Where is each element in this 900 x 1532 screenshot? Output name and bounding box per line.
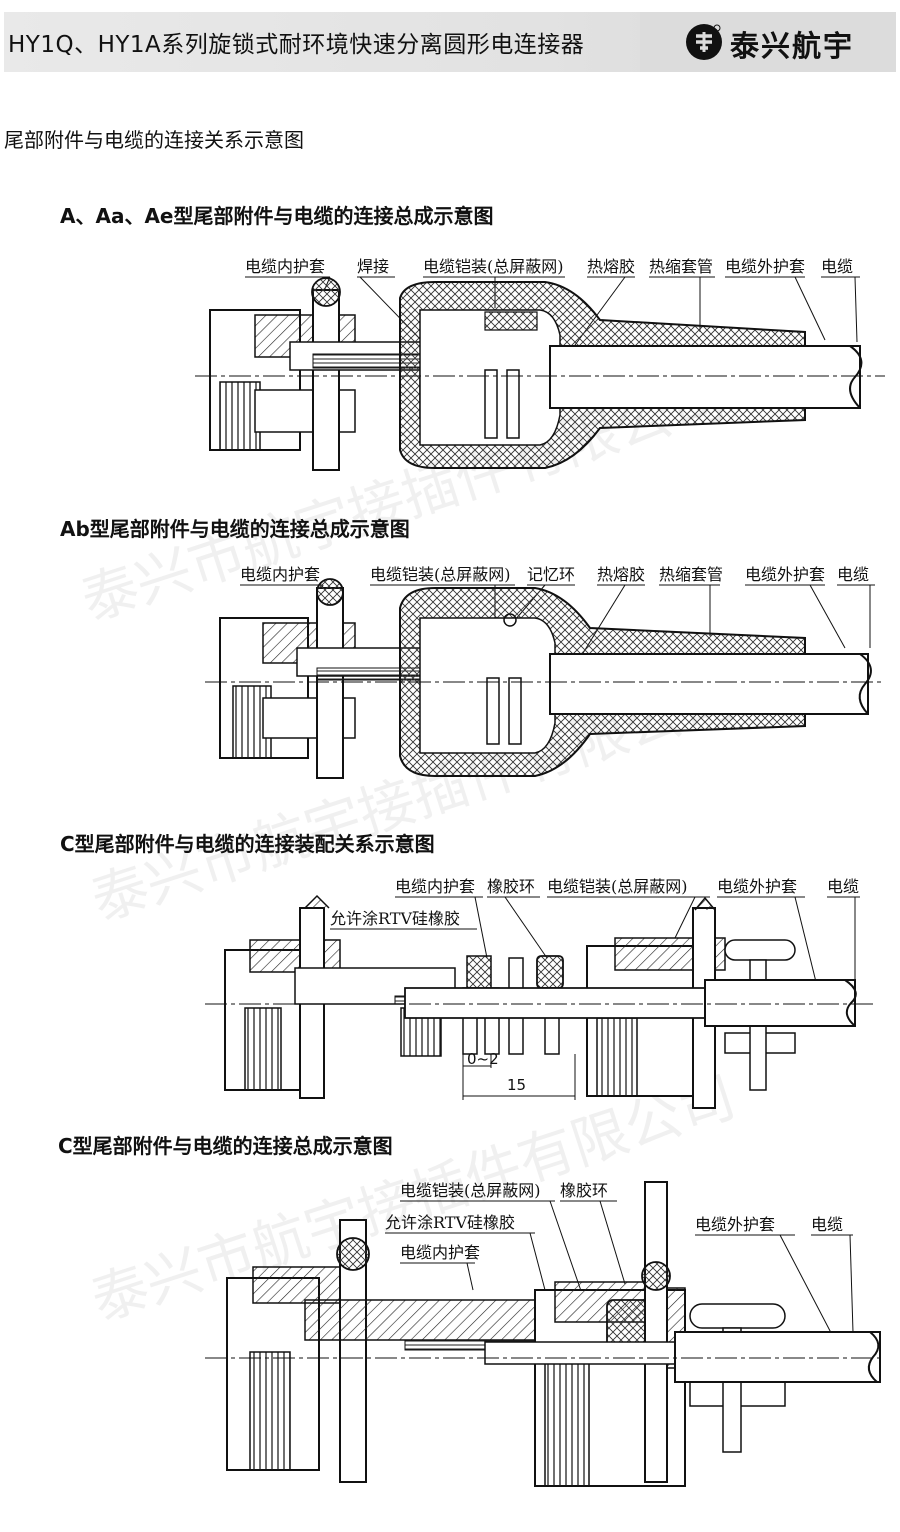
label-armor: 电缆铠装(总屏蔽网) [370,565,511,584]
label-outer-sheath: 电缆外护套 [717,877,797,896]
label-heat-shrink: 热缩套管 [649,257,713,276]
label-inner-sheath: 电缆内护套 [245,257,325,276]
label-hot-melt: 热熔胶 [587,257,635,276]
label-inner-sheath: 电缆内护套 [400,1243,480,1262]
label-outer-sheath: 电缆外护套 [745,565,825,584]
diagram-a-assembly: 电缆内护套 焊接 电缆铠装(总屏蔽网) 热熔胶 热缩套管 电缆外护套 电缆 [195,250,885,490]
label-armor: 电缆铠装(总屏蔽网) [423,257,564,276]
label-rtv: 允许涂RTV硅橡胶 [330,909,460,928]
section-title-c-assembly: C型尾部附件与电缆的连接总成示意图 [58,1134,393,1158]
label-outer-sheath: 电缆外护套 [695,1215,775,1234]
page-subtitle: 尾部附件与电缆的连接关系示意图 [4,128,304,152]
section-title-ab: Ab型尾部附件与电缆的连接总成示意图 [60,517,410,541]
label-armor: 电缆铠装(总屏蔽网) [400,1181,541,1200]
diagram-c-fit: 电缆内护套 橡胶环 电缆铠装(总屏蔽网) 电缆外护套 电缆 允许涂RTV硅橡胶 [205,868,875,1113]
label-cable: 电缆 [811,1215,843,1234]
label-rubber-ring: 橡胶环 [487,877,535,896]
label-cable: 电缆 [827,877,859,896]
label-outer-sheath: 电缆外护套 [725,257,805,276]
label-heat-shrink: 热缩套管 [659,565,723,584]
header-title: HY1Q、HY1A系列旋锁式耐环境快速分离圆形电连接器 [8,32,585,58]
label-hot-melt: 热熔胶 [597,565,645,584]
label-inner-sheath: 电缆内护套 [395,877,475,896]
diagram-ab-assembly: 电缆内护套 电缆铠装(总屏蔽网) 记忆环 热熔胶 热缩套管 电缆外护套 电缆 [205,558,885,793]
dimension-gap: 0~2 [467,1050,499,1068]
label-cable: 电缆 [837,565,869,584]
brand-logo-icon [686,24,722,60]
brand-box [640,12,896,72]
label-armor: 电缆铠装(总屏蔽网) [547,877,688,896]
label-memory-ring: 记忆环 [527,565,575,584]
dimension-length: 15 [507,1076,526,1094]
brand-name: 泰兴航宇 [730,29,855,63]
label-weld: 焊接 [357,257,389,276]
label-cable: 电缆 [821,257,853,276]
section-title-c-fit: C型尾部附件与电缆的连接装配关系示意图 [60,832,435,856]
label-inner-sheath: 电缆内护套 [240,565,320,584]
diagram-c-assembly: 电缆铠装(总屏蔽网) 橡胶环 允许涂RTV硅橡胶 电缆内护套 电缆外护套 电缆 [205,1172,885,1502]
label-rubber-ring: 橡胶环 [560,1181,608,1200]
section-title-a: A、Aa、Ae型尾部附件与电缆的连接总成示意图 [60,204,494,228]
page-header: HY1Q、HY1A系列旋锁式耐环境快速分离圆形电连接器 泰兴航宇 [0,0,900,80]
label-rtv: 允许涂RTV硅橡胶 [385,1213,515,1232]
